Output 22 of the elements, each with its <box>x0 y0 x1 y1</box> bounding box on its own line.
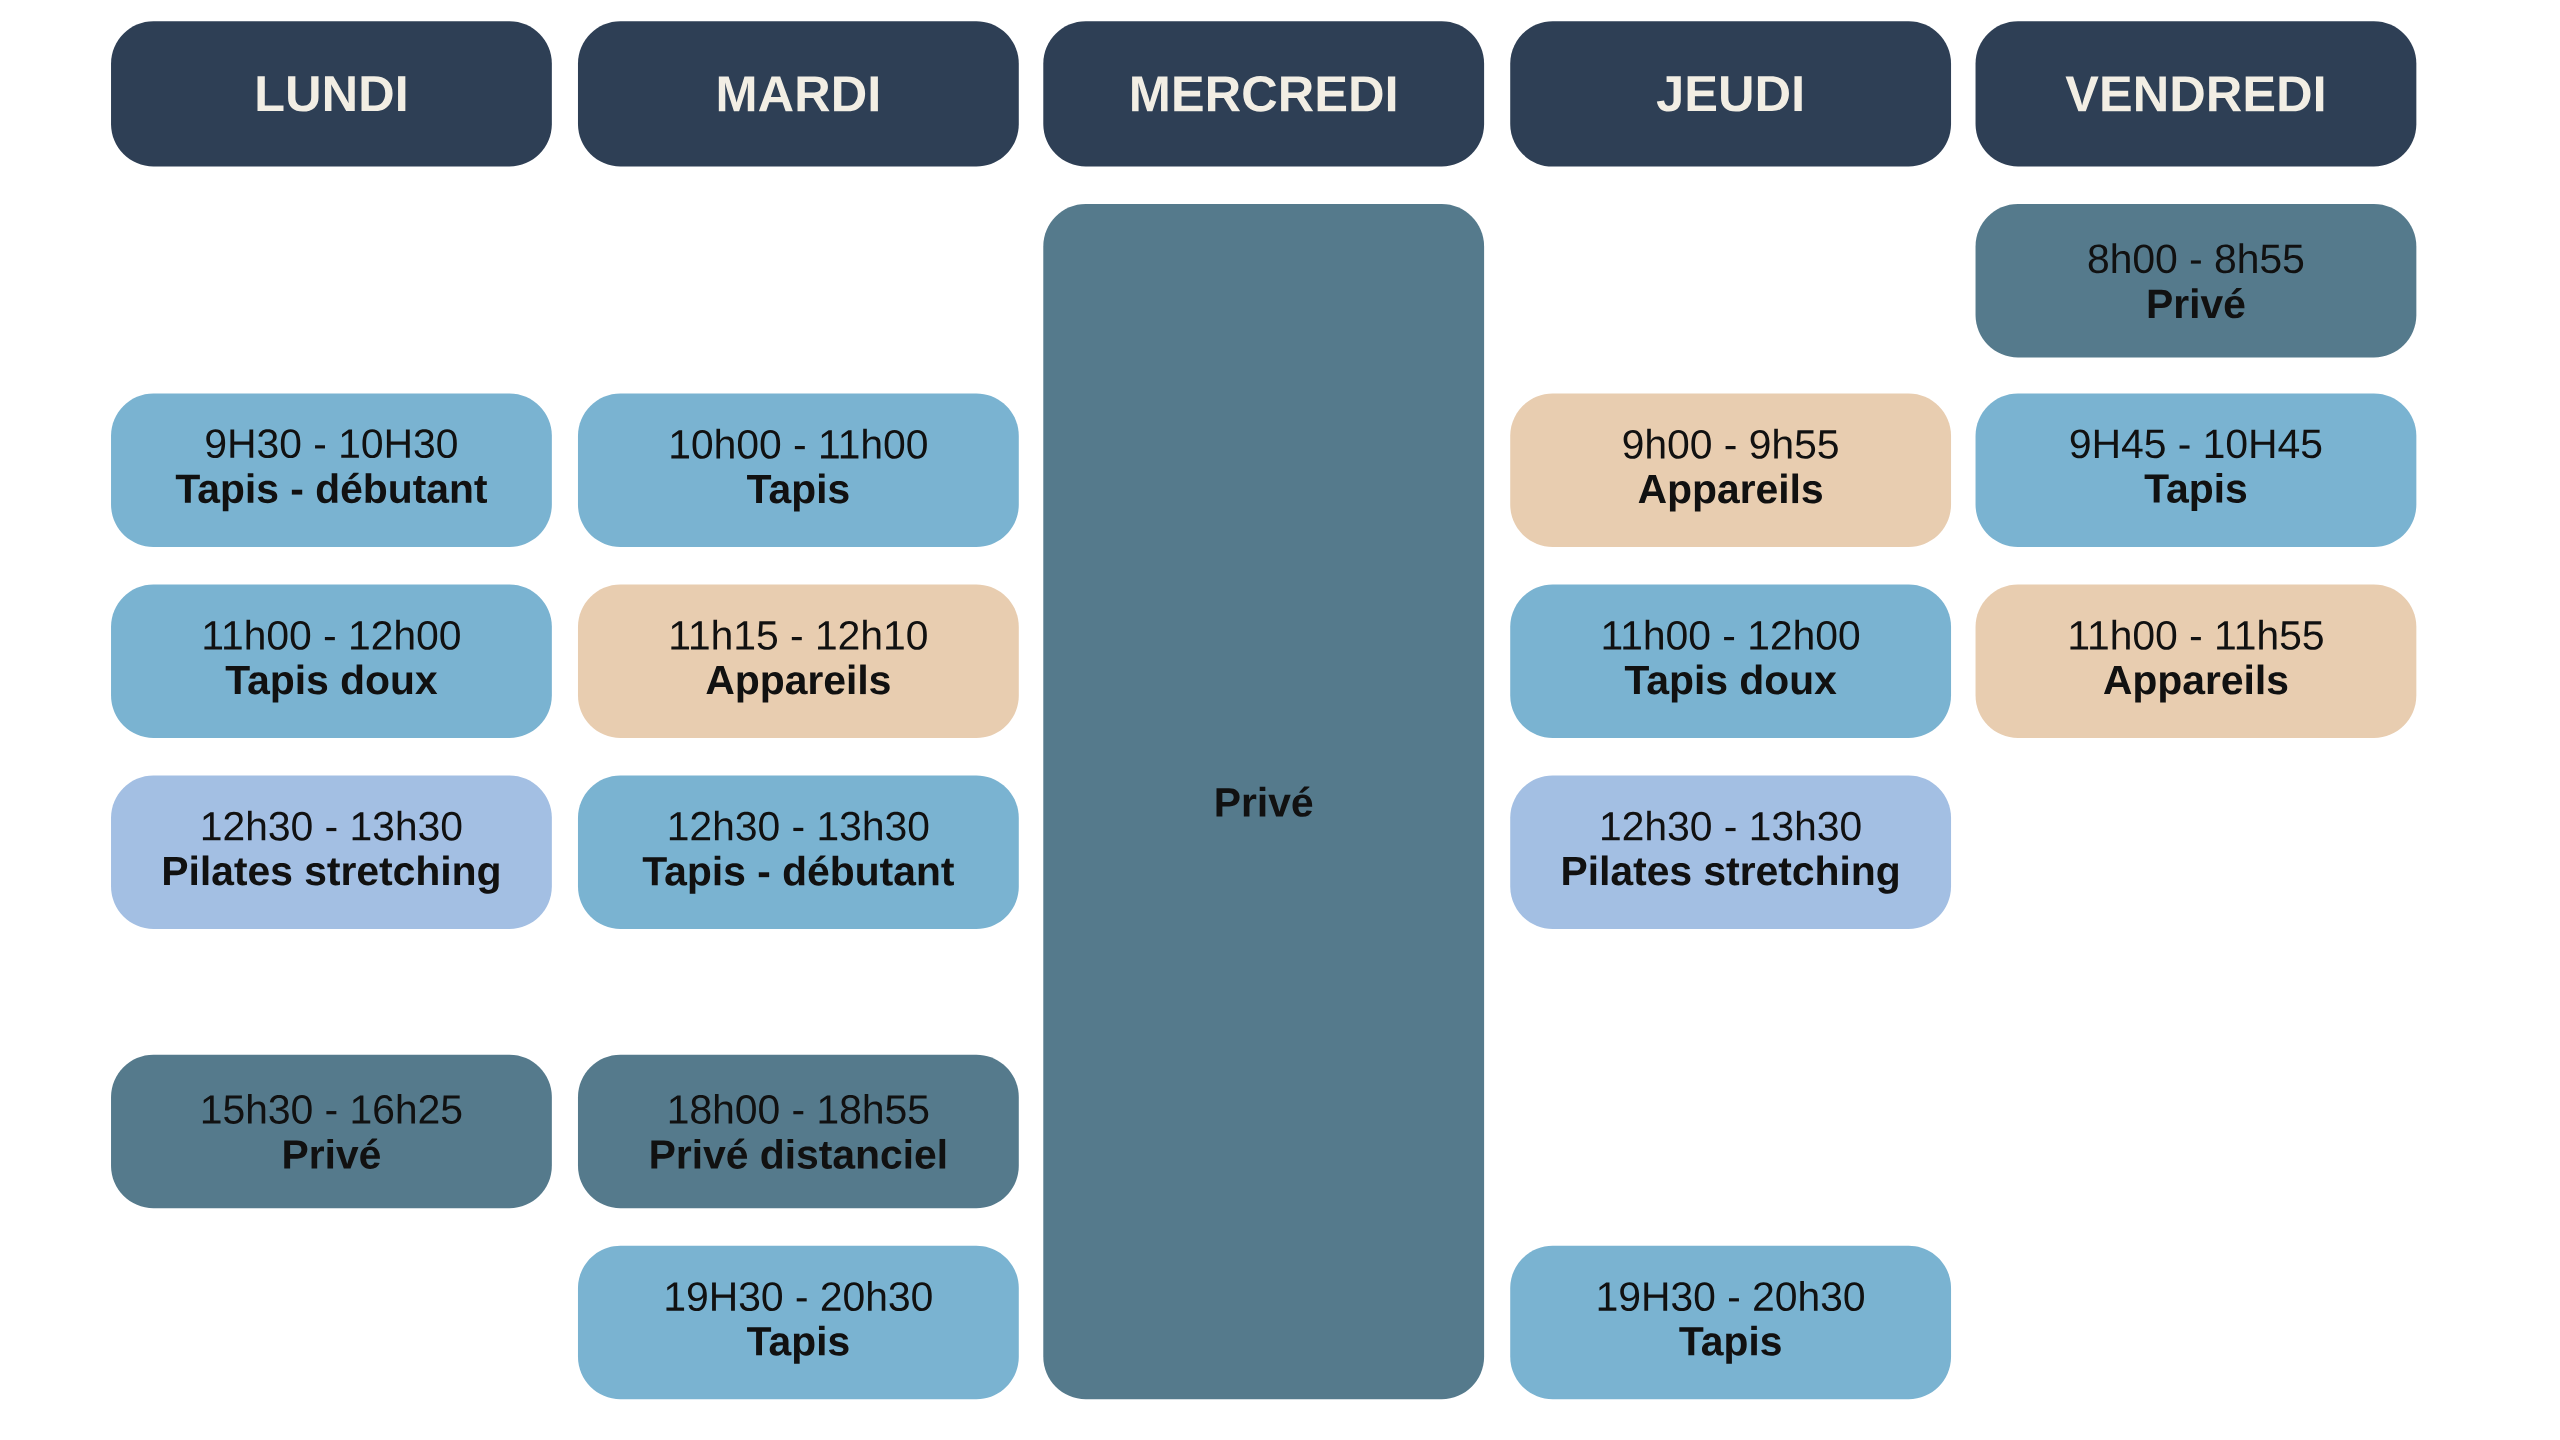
class-box: 15h30 - 16h25 Privé <box>111 1054 552 1209</box>
day-header: MARDI <box>577 21 1019 167</box>
class-box: 12h30 - 13h30 Pilates stretching <box>111 775 552 929</box>
day-header: JEUDI <box>1510 21 1952 167</box>
class-box: 12h30 - 13h30 Pilates stretching <box>1510 775 1952 929</box>
day-header: MERCREDI <box>1043 21 1485 167</box>
class-box: 9h00 - 9h55 Appareils <box>1510 393 1952 547</box>
class-box: Privé <box>1043 204 1485 1400</box>
class-box: 11h00 - 12h00 Tapis doux <box>1510 584 1952 738</box>
day-header: LUNDI <box>111 21 552 167</box>
class-box: 18h00 - 18h55 Privé distanciel <box>577 1054 1019 1209</box>
day-header: VENDREDI <box>1975 21 2417 167</box>
class-box: 10h00 - 11h00 Tapis <box>577 393 1019 547</box>
class-box: 12h30 - 13h30 Tapis - débutant <box>577 775 1019 929</box>
class-box: 11h00 - 11h55 Appareils <box>1975 584 2417 738</box>
class-box: 8h00 - 8h55 Privé <box>1975 204 2417 358</box>
class-box: 9H45 - 10H45 Tapis <box>1975 393 2417 547</box>
class-box: 9H30 - 10H30 Tapis - débutant <box>111 393 552 547</box>
class-box: 19H30 - 20h30 Tapis <box>1510 1245 1952 1400</box>
class-box: 11h00 - 12h00 Tapis doux <box>111 584 552 738</box>
class-box: 19H30 - 20h30 Tapis <box>577 1245 1019 1400</box>
class-box: 11h15 - 12h10 Appareils <box>577 584 1019 738</box>
